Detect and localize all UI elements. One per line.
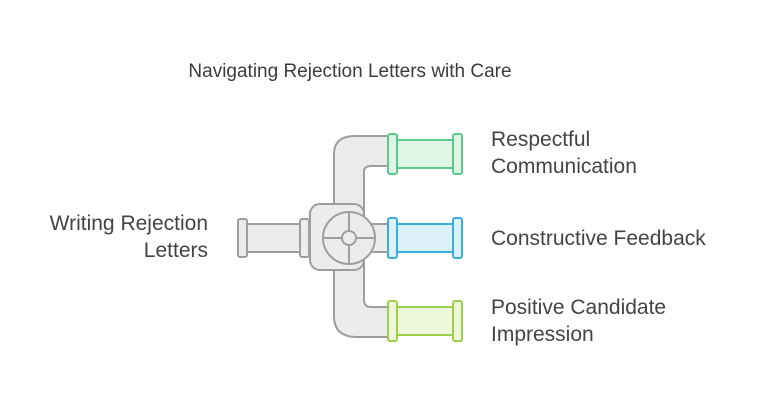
output-label-constructive-feedback: Constructive Feedback <box>491 225 706 252</box>
output-label-respectful-communication: Respectful Communication <box>491 126 637 180</box>
source-label-line-2: Letters <box>143 239 208 262</box>
output-1-line-1: Respectful <box>491 128 591 151</box>
output-1-line-2: Communication <box>491 155 637 178</box>
output-pipe-1 <box>387 133 463 175</box>
output-pipe-3 <box>387 300 463 342</box>
output-2-line-1: Constructive Feedback <box>491 227 706 250</box>
pipe-inlet-flange-right <box>299 218 310 258</box>
output-label-positive-candidate-impression: Positive Candidate Impression <box>491 294 666 348</box>
diagram-title: Navigating Rejection Letters with Care <box>188 61 512 82</box>
output-3-line-1: Positive Candidate <box>491 296 667 319</box>
output-3-line-2: Impression <box>491 323 594 346</box>
output-pipe-2 <box>387 217 463 259</box>
pipe-inlet <box>245 223 307 253</box>
source-label-line-1: Writing Rejection <box>49 212 208 235</box>
pipe-inlet-flange-left <box>237 218 248 258</box>
source-label: Writing Rejection Letters <box>20 210 208 264</box>
